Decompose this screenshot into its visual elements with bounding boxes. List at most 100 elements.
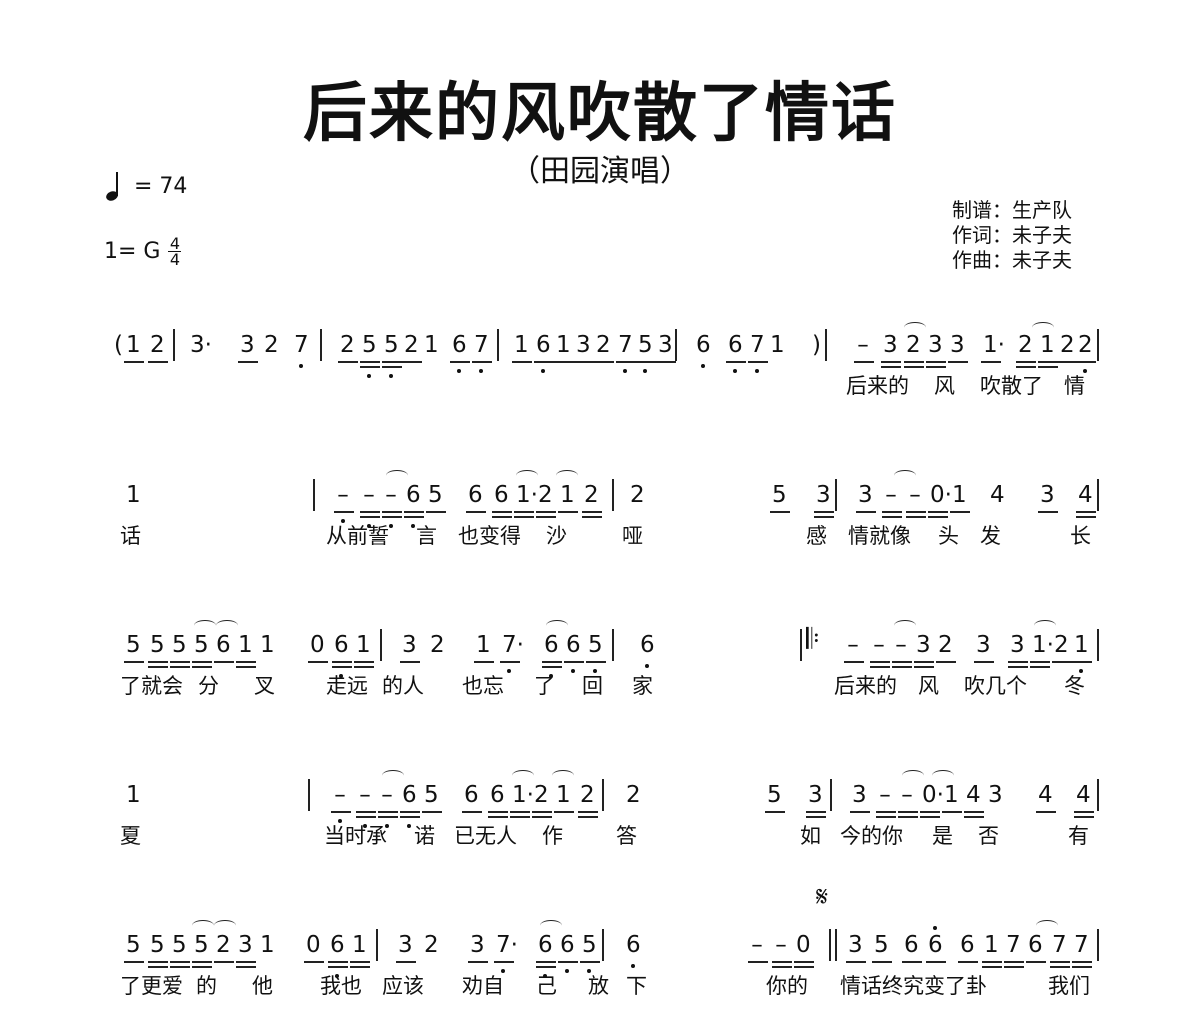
note: 6 xyxy=(402,782,417,808)
note: 7 xyxy=(618,332,633,358)
beam-underline xyxy=(772,961,792,963)
beam-underline xyxy=(148,666,168,668)
dash-extension: – xyxy=(909,482,921,508)
beam-underline xyxy=(338,361,358,363)
beam-underline xyxy=(536,961,556,963)
tie-slur xyxy=(894,470,916,481)
lyric-syllable: 叉 xyxy=(254,674,275,698)
beam-underline xyxy=(332,661,352,663)
lyric-syllable: 了更爱 xyxy=(120,974,183,998)
beam-underline xyxy=(124,361,144,363)
beam-underline xyxy=(472,361,492,363)
lyric-syllable: 情就像 xyxy=(848,524,911,548)
note: 1 xyxy=(126,482,141,508)
high-octave-dot xyxy=(933,926,937,930)
note: 6 xyxy=(696,332,711,358)
note: 6 xyxy=(406,482,421,508)
note: 1 xyxy=(260,932,275,958)
note: 2 xyxy=(538,482,553,508)
beam-underline xyxy=(402,361,422,363)
beam-underline xyxy=(360,516,380,518)
beam-underline xyxy=(404,511,424,513)
barline xyxy=(800,629,802,661)
tie-slur xyxy=(540,920,562,931)
note: 5 xyxy=(428,482,443,508)
lyric-syllable: 我们 xyxy=(1048,974,1090,998)
low-octave-dot xyxy=(1083,369,1087,373)
beam-underline xyxy=(558,511,578,513)
barline xyxy=(313,479,315,511)
note: 5 xyxy=(384,332,399,358)
beam-underline xyxy=(536,516,556,518)
beam-underline xyxy=(236,961,256,963)
beam-underline xyxy=(981,361,1001,363)
note: 0· xyxy=(922,782,944,808)
beam-underline xyxy=(382,366,402,368)
beam-underline xyxy=(1076,361,1096,363)
note: 3 xyxy=(928,332,943,358)
lyric-syllable: 有 xyxy=(1068,824,1089,848)
note: 1 xyxy=(560,482,575,508)
beam-underline xyxy=(510,811,530,813)
beam-underline xyxy=(532,811,552,813)
beam-underline xyxy=(1016,366,1036,368)
barline xyxy=(308,779,310,811)
tie-slur xyxy=(902,770,924,781)
note: 1 xyxy=(476,632,491,658)
note: 6 xyxy=(494,482,509,508)
lyric-syllable: 应该 xyxy=(382,974,424,998)
note: 5 xyxy=(424,782,439,808)
beam-underline xyxy=(532,816,552,818)
beam-underline xyxy=(906,516,926,518)
barline xyxy=(1097,629,1099,661)
lyric-syllable: 我也 xyxy=(320,974,362,998)
beam-underline xyxy=(1038,366,1058,368)
beam-underline xyxy=(1008,661,1028,663)
beam-underline xyxy=(928,516,948,518)
beam-underline xyxy=(334,511,354,513)
beam-underline xyxy=(936,661,956,663)
beam-underline xyxy=(214,961,234,963)
lyric-syllable: 冬 xyxy=(1064,674,1085,698)
barline xyxy=(602,779,604,811)
beam-underline xyxy=(534,361,554,363)
lyric-syllable: 情 xyxy=(1064,374,1085,398)
beam-underline xyxy=(906,511,926,513)
note: 2 xyxy=(150,332,165,358)
note: 1 xyxy=(1074,632,1089,658)
lyric-syllable: 话 xyxy=(120,524,141,548)
beam-underline xyxy=(578,811,598,813)
key-signature: 1= G 4 4 xyxy=(104,236,182,268)
note: 1 xyxy=(944,782,959,808)
beam-underline xyxy=(356,816,376,818)
dash-extension: – xyxy=(751,932,763,958)
beam-underline xyxy=(396,961,416,963)
beam-underline xyxy=(404,516,424,518)
lyric-syllable: 情话终究变了卦 xyxy=(840,974,987,998)
beam-underline xyxy=(1036,811,1056,813)
beam-underline xyxy=(328,961,348,963)
barline xyxy=(835,479,837,511)
beam-underline xyxy=(360,511,380,513)
beam-underline xyxy=(236,966,256,968)
low-octave-dot xyxy=(543,974,547,978)
lyric-syllable: 今的你 xyxy=(840,824,903,848)
note: 3 xyxy=(576,332,591,358)
low-octave-dot xyxy=(701,364,705,368)
low-octave-dot xyxy=(593,669,597,673)
note: 3 xyxy=(238,932,253,958)
lyric-syllable: 诺 xyxy=(414,824,435,848)
lyric-syllable: 吹散了 xyxy=(980,374,1043,398)
beam-underline xyxy=(928,511,948,513)
beam-underline xyxy=(492,511,512,513)
note: 6 xyxy=(904,932,919,958)
beam-underline xyxy=(854,361,874,363)
barline xyxy=(320,329,322,361)
beam-underline xyxy=(148,966,168,968)
low-octave-dot xyxy=(385,824,389,828)
dash-extension: – xyxy=(385,482,397,508)
beam-underline xyxy=(512,361,532,363)
lyric-syllable: 劝自 xyxy=(462,974,504,998)
beam-underline xyxy=(1030,666,1050,668)
low-octave-dot xyxy=(389,374,393,378)
